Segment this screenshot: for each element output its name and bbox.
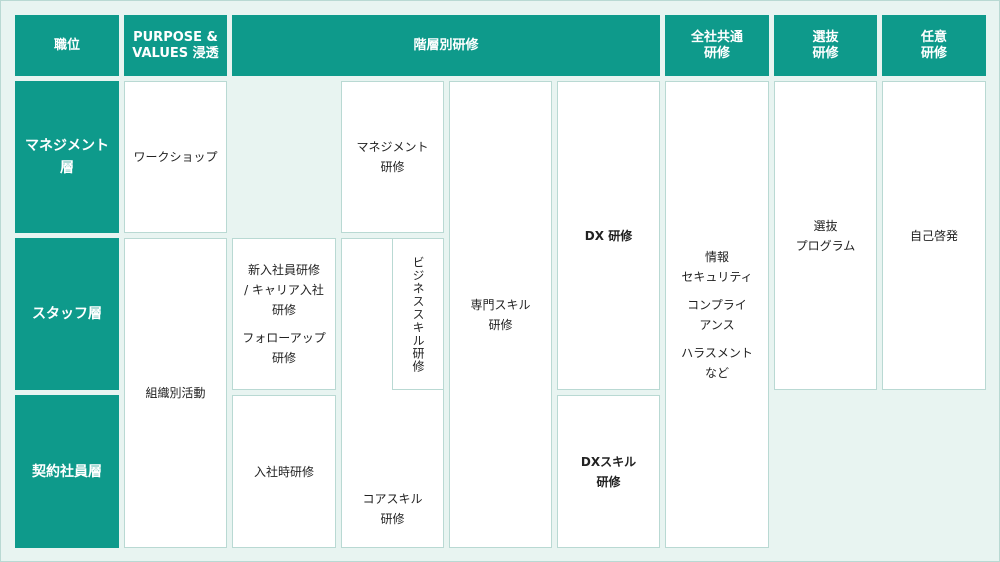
header-tiered-training: 階層別研修 <box>232 15 660 76</box>
header-position: 職位 <box>15 15 119 76</box>
joining-training-box: 入社時研修 <box>232 395 336 548</box>
row-label-contract: 契約社員層 <box>15 395 119 548</box>
workshop-box: ワークショップ <box>124 81 227 233</box>
selection-program-box: 選抜 プログラム <box>774 81 877 390</box>
new-hire-training-box: 新入社員研修 / キャリア入社 研修 フォローアップ 研修 <box>232 238 336 390</box>
management-training-box: マネジメント 研修 <box>341 81 444 233</box>
dx-training-box: DX 研修 <box>557 81 660 390</box>
header-purpose-values: PURPOSE & VALUES 浸透 <box>124 15 227 76</box>
header-selective-training: 選抜 研修 <box>774 15 877 76</box>
org-activity-box: 組織別活動 <box>124 238 227 548</box>
header-optional-training: 任意 研修 <box>882 15 986 76</box>
self-development-box: 自己啓発 <box>882 81 986 390</box>
header-company-wide-training: 全社共通 研修 <box>665 15 769 76</box>
company-wide-training-box: 情報 セキュリティ コンプライ アンス ハラスメント など <box>665 81 769 548</box>
row-label-staff: スタッフ層 <box>15 238 119 390</box>
row-label-management: マネジメント 層 <box>15 81 119 233</box>
dx-skill-training-box: DXスキル 研修 <box>557 395 660 548</box>
business-skill-training-box: ビジネススキル研修 <box>392 238 444 390</box>
specialist-skill-training-box: 専門スキル 研修 <box>449 81 552 548</box>
